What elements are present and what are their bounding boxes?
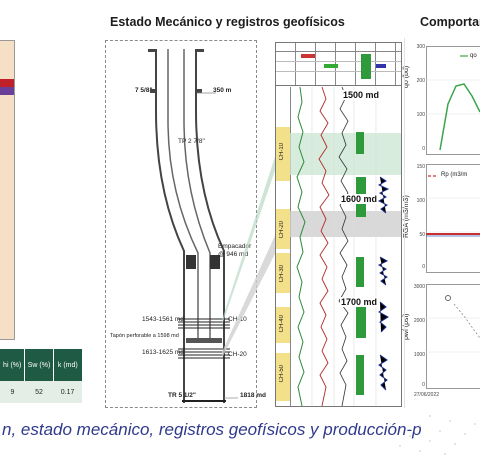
interval-2-depth: 1613-1625 md [142,349,184,356]
chart-mid-ticks: 150 100 50 0 [412,164,426,276]
interval-2-name: CH-20 [228,351,247,358]
zone-block-ch50 [276,353,290,401]
chart-top-legend: qo [470,53,477,59]
table-cell-porosity: 9 [10,388,15,396]
prior-figure-panel [0,40,15,340]
packer-label: Empacador @ 946 md [218,243,252,258]
wellbore-drawing [148,49,238,403]
chart-bottom-tick-0: 0 [422,382,425,388]
table-header-porosity: hi (%) [0,349,26,381]
log-depth-1700: 1700 md [340,297,379,307]
chart-top-ticks: 300 200 100 0 [412,44,426,156]
log-header [276,43,401,86]
casing-bottom-label: TR 5 1/2" [168,392,197,399]
zone-block-ch20 [276,209,290,249]
prior-figure-band-purple [0,87,14,95]
well-log-panel: CH-10 CH-20 CH-30 CH-40 CH-50 [275,42,402,407]
section-title-wellbore: Estado Mecánico y registros geofísicos [110,15,345,29]
interval-highlight-ch10 [290,133,401,175]
log-depth-1600: 1600 md [340,194,379,204]
chart-bottom-ticks: 3000 2000 1000 0 [412,284,426,394]
chart-top-tick-0: 0 [422,146,425,152]
chart-top-tick-200: 200 [416,78,425,84]
figure-caption: n, estado mecánico, registros geofísicos… [2,420,422,439]
chart-mid-tick-50: 50 [419,232,425,238]
zone-block-ch30 [276,253,290,293]
zone-block-ch10 [276,127,290,181]
prior-figure-band-red [0,79,14,87]
chart-bottom-tick-3000: 3000 [413,284,425,290]
chart-bottom-tick-1000: 1000 [413,352,425,358]
chart-mid-tick-0: 0 [422,264,425,270]
interval-connectors [222,135,282,358]
table-header-sw: Sw (%) [24,349,54,381]
chart-mid-tick-100: 100 [416,198,425,204]
decorative-dot-pattern [399,415,476,455]
tubing-label: TP 2 7/8" [178,138,205,145]
chart-bottom-tick-2000: 2000 [413,318,425,324]
chart-top-tick-300: 300 [416,44,425,50]
chart-top-qo [426,46,480,155]
chart-mid-legend: Rp (m3/m [441,172,468,178]
chart-top-tick-100: 100 [416,112,425,118]
wellbore-schematic-frame [105,40,257,408]
petrophysics-table: hi (%) Sw (%) k (md) 9 52 0.17 [0,349,82,403]
table-header-k: k (md) [57,361,78,369]
casing-bottom-depth: 1818 md [240,392,267,399]
plug-label: Tapón perforable a 1598 md [110,333,179,339]
chart-mid-tick-150: 150 [416,164,425,170]
section-divider [404,38,405,408]
casing-top-depth: 350 m [213,87,232,94]
section-title-behavior: Comportam [420,15,480,29]
casing-top-label: 7 5/8" [135,87,153,94]
zone-block-ch40 [276,307,290,343]
chart-bottom-xtick: 27/06/2022 [414,392,440,398]
table-cell-k: 0.17 [60,388,75,396]
log-curves [296,87,390,406]
log-depth-1500: 1500 md [342,90,381,100]
zone-column [276,87,291,406]
chart-bottom-pwf [426,284,480,389]
chart-mid-rga [426,164,480,273]
table-cell-sw: 52 [35,388,43,396]
interval-1-depth: 1543-1561 md [142,316,184,323]
